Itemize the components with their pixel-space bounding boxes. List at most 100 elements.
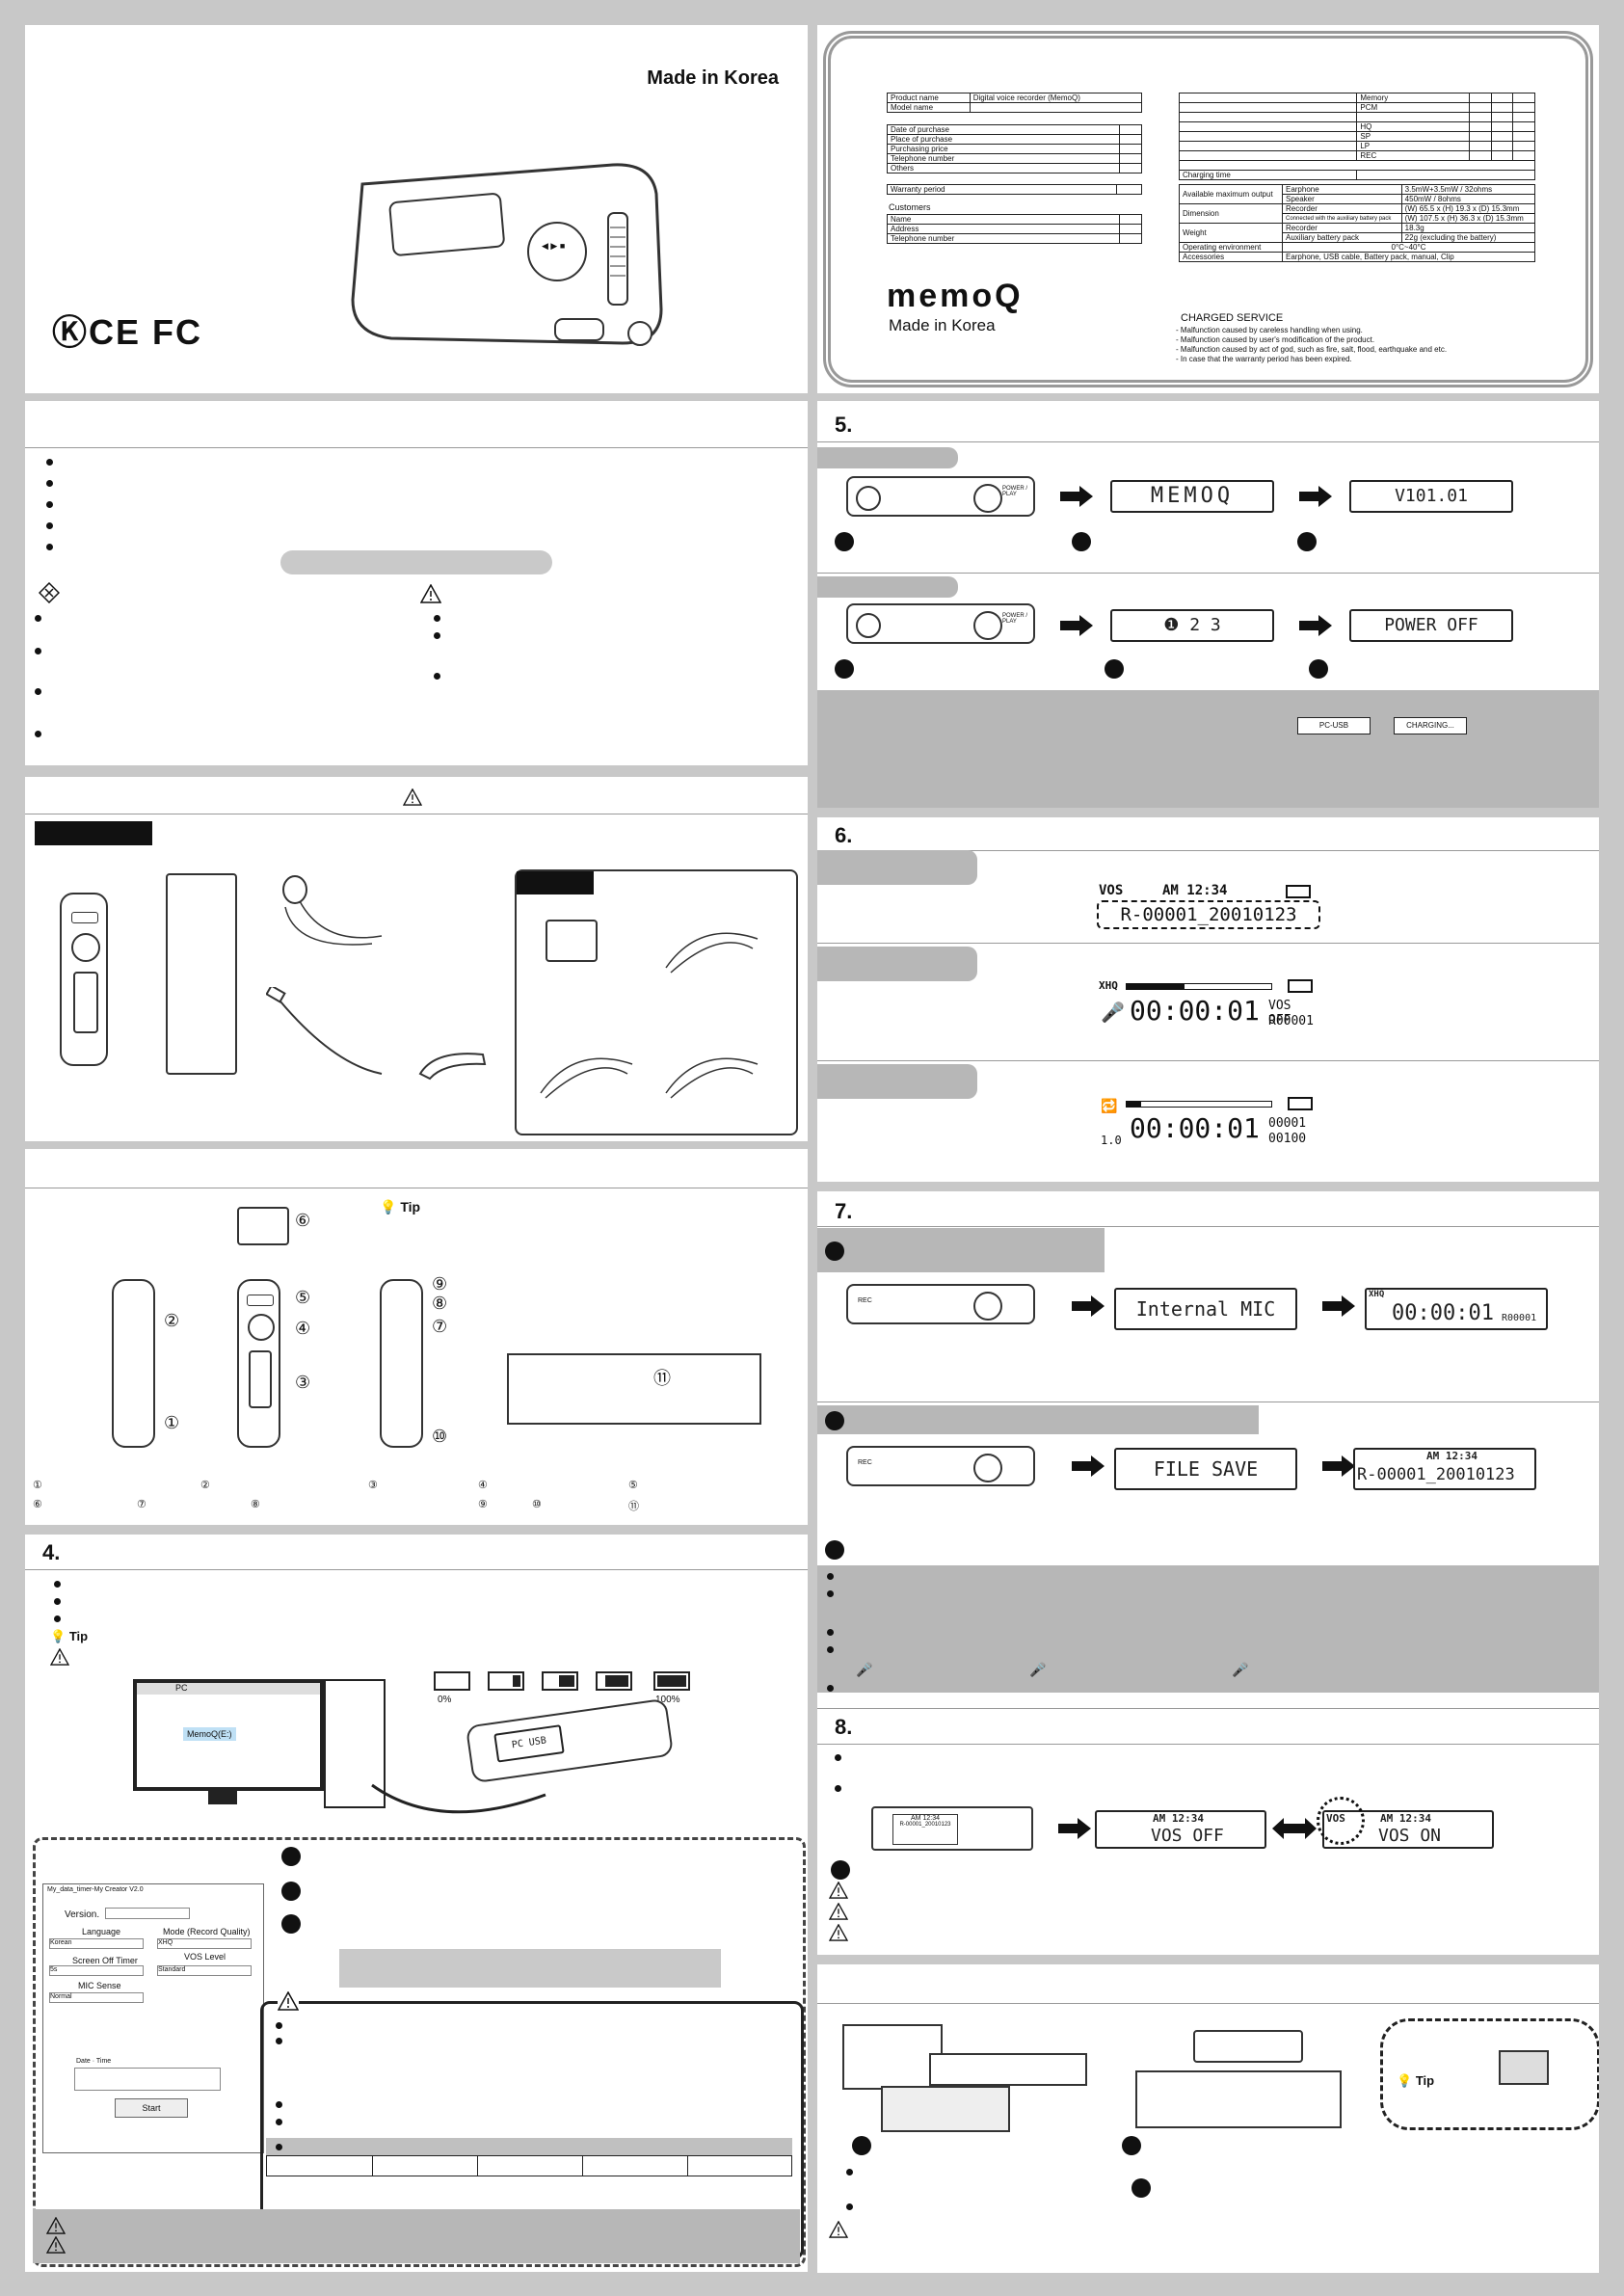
callout-6: ⑥ — [295, 1211, 311, 1230]
bullet — [46, 501, 53, 508]
play-timer: 00:00:01 — [1130, 1112, 1260, 1144]
recorder-illustration — [351, 163, 663, 346]
bullet — [46, 459, 53, 466]
legend-7: ⑦ — [137, 1499, 146, 1510]
caution-table-header — [266, 2138, 792, 2155]
recorder-vos: AM 12:34 R-00001_20010123 — [871, 1806, 1033, 1851]
version-input[interactable] — [105, 1908, 190, 1919]
arrow-right-icon — [1322, 1295, 1355, 1317]
warranty-period-table: Warranty period — [887, 184, 1143, 195]
record-start-tab — [817, 1228, 1105, 1272]
language-select[interactable]: Korean — [49, 1938, 144, 1949]
battery-header — [817, 1964, 1599, 2004]
step-marker — [281, 1914, 301, 1934]
step-marker — [281, 1882, 301, 1901]
mode-label: Mode (Record Quality) — [163, 1927, 251, 1936]
prohibited-icon — [39, 582, 60, 603]
bullet — [276, 2022, 282, 2029]
mic-high-icon: 🎤 — [1232, 1662, 1249, 1677]
arrow-right-icon — [1058, 1818, 1091, 1839]
memory-table: Memory PCM HQ SP LP REC Charging time — [1178, 93, 1535, 180]
step-marker — [1297, 532, 1317, 551]
divider — [817, 1060, 1599, 1061]
legend-5: ⑤ — [628, 1480, 638, 1491]
device-button-labels: ◀ ▶ ■ — [542, 241, 566, 251]
arrow-right-icon — [1060, 615, 1093, 636]
config-title: My_data_timer-My Creator V2.0 — [47, 1886, 144, 1893]
step-marker — [825, 1411, 844, 1430]
tip-bubble: 💡 Tip — [1380, 2018, 1599, 2130]
step-marker — [281, 1847, 301, 1866]
bullet — [434, 632, 440, 639]
arrow-right-icon — [1060, 486, 1093, 507]
battery-0-label: 0% — [438, 1695, 452, 1705]
battery-stack-icon — [1499, 2050, 1549, 2085]
datetime-field[interactable] — [74, 2068, 221, 2091]
optional-tab — [517, 871, 594, 894]
record-file: R00001 — [1268, 1014, 1314, 1028]
recorder-power-on: POWER / PLAY — [846, 476, 1035, 517]
callout-5: ⑤ — [295, 1288, 311, 1307]
earphone-icon — [282, 875, 383, 946]
warranty-made-in: Made in Korea — [889, 316, 996, 334]
mode-select[interactable]: XHQ — [157, 1938, 252, 1949]
usb-cable-icon — [266, 987, 383, 1075]
mic-sense-label: MIC Sense — [78, 1981, 121, 1990]
record-screen: XHQ 🎤 00:00:01 VOS OFF R00001 — [1097, 979, 1318, 1033]
clip-top-view — [237, 1207, 289, 1245]
screen-off-select[interactable]: 5s — [49, 1965, 144, 1976]
lcd-vos-off: AM 12:34 VOS OFF — [1095, 1810, 1266, 1849]
made-in-korea-label: Made in Korea — [647, 67, 779, 89]
legend-6: ⑥ — [33, 1499, 42, 1510]
cover-panel: Made in Korea ◀ ▶ ■ ⓀCE FC — [25, 25, 808, 393]
customer-table: Name Address Telephone number — [887, 214, 1143, 244]
callout-9: ⑨ — [432, 1274, 448, 1294]
vos-indicator: VOS — [1099, 883, 1124, 898]
divider — [817, 943, 1599, 944]
monitor: PC MemoQ(E:) — [133, 1679, 324, 1791]
legend-4: ④ — [478, 1480, 488, 1491]
vos-level-select[interactable]: Standard — [157, 1965, 252, 1976]
bullet — [35, 615, 41, 622]
mic-sense-select[interactable]: Normal — [49, 1992, 144, 2003]
callout-8: ⑧ — [432, 1294, 448, 1313]
charged-item: - Malfunction caused by user's modificat… — [1176, 335, 1375, 344]
safety-header — [25, 401, 808, 448]
cable-icon — [665, 932, 759, 974]
bullet — [835, 1785, 841, 1792]
mic-icon: 🎤 — [1101, 1001, 1125, 1024]
bullet — [46, 480, 53, 487]
clip-icon — [418, 1053, 487, 1081]
lcd-saved: AM 12:34 R-00001_20010123 — [1353, 1448, 1536, 1490]
bullet — [276, 2038, 282, 2044]
bullet — [54, 1581, 61, 1588]
caution-icon — [829, 1903, 848, 1920]
callout-11: ⑪ — [653, 1369, 671, 1388]
standby-tab — [817, 850, 977, 885]
bottom-warning-bar — [33, 2209, 800, 2263]
config-dashed-box — [33, 1837, 806, 2267]
battery-levels — [434, 1671, 694, 1693]
callout-2: ② — [164, 1311, 180, 1330]
window-titlebar: PC — [137, 1683, 320, 1695]
cable-icon — [665, 1057, 759, 1099]
purchase-table: Date of purchase Place of purchase Purch… — [887, 124, 1143, 174]
safety-panel — [25, 401, 808, 765]
vos-highlight-circle — [1317, 1797, 1365, 1845]
step-marker — [1122, 2136, 1141, 2155]
clock: AM 12:34 — [1162, 883, 1228, 898]
monitor-stand — [208, 1787, 237, 1804]
config-note-bar — [339, 1949, 721, 1988]
arrow-right-icon — [1072, 1455, 1105, 1477]
bullet — [846, 2203, 853, 2210]
callout-10: ⑩ — [432, 1427, 448, 1446]
step-marker — [831, 1860, 850, 1880]
drive-memoq[interactable]: MemoQ(E:) — [183, 1727, 236, 1741]
lcd-pc-usb: PC USB — [493, 1724, 565, 1763]
customers-label: Customers — [889, 202, 931, 212]
step-marker — [825, 1241, 844, 1261]
usb-cable — [371, 1783, 546, 1814]
start-button[interactable]: Start — [115, 2098, 188, 2118]
caution-icon — [50, 1648, 69, 1666]
